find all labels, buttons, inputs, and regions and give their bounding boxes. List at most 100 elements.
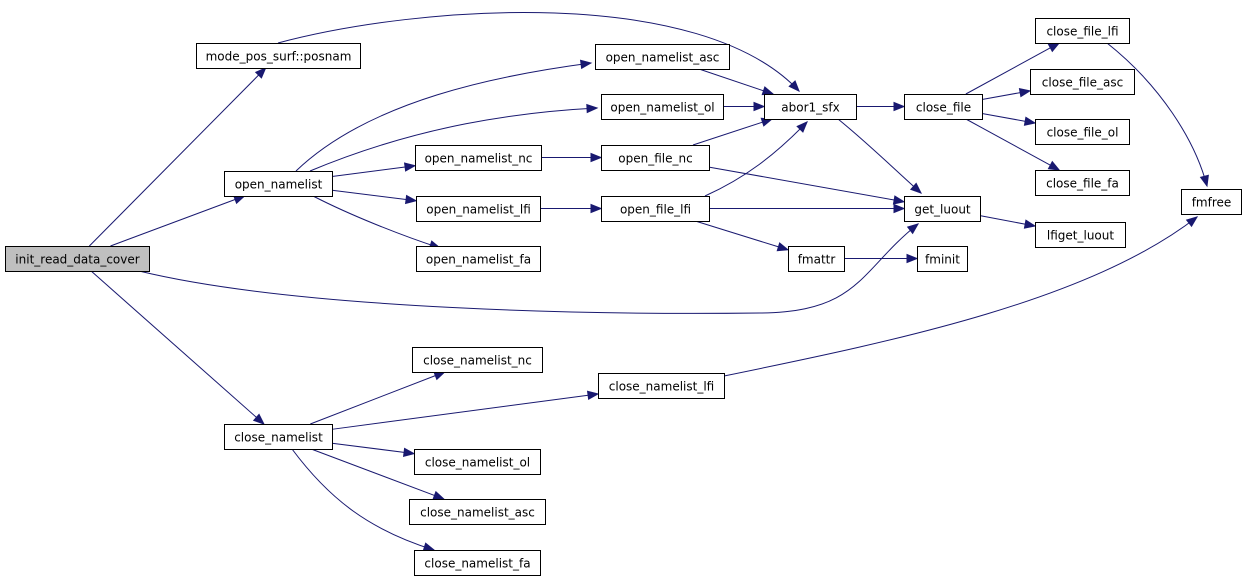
node-fminit[interactable]: fminit <box>917 246 968 272</box>
edge-line <box>708 166 896 201</box>
edge-open-namelist-to-open-namelist-nc <box>331 162 417 177</box>
node-box <box>1035 18 1130 44</box>
node-close-namelist-fa[interactable]: close_namelist_fa <box>414 550 541 576</box>
edge-open-namelist-to-open-namelist-ol <box>309 103 599 172</box>
node-fmfree[interactable]: fmfree <box>1181 189 1242 215</box>
node-open-file-lfi[interactable]: open_file_lfi <box>601 196 710 222</box>
edge-line <box>310 374 437 425</box>
node-box <box>416 196 541 222</box>
node-close-file-ol[interactable]: close_file_ol <box>1035 119 1130 145</box>
node-label: open_namelist_asc <box>606 51 720 65</box>
node-label: open_namelist_fa <box>426 253 531 267</box>
edge-line <box>1106 42 1208 187</box>
edge-open-file-nc-to-get-luout <box>708 166 906 205</box>
node-label: get_luout <box>914 203 971 217</box>
edge-line <box>110 198 237 247</box>
node-open-namelist-fa[interactable]: open_namelist_fa <box>416 246 541 272</box>
edge-line <box>965 46 1052 95</box>
node-open-namelist[interactable]: open_namelist <box>224 171 333 197</box>
node-close-file[interactable]: close_file <box>904 94 983 120</box>
node-box <box>601 196 710 222</box>
node-fmattr[interactable]: fmattr <box>788 246 845 272</box>
node-close-namelist-nc[interactable]: close_namelist_nc <box>412 347 543 373</box>
node-label: lfiget_luout <box>1047 229 1114 243</box>
edge-open-file-lfi-to-get-luout <box>709 203 906 214</box>
edge-open-namelist-to-open-namelist-asc <box>295 59 593 172</box>
node-close-namelist-asc[interactable]: close_namelist_asc <box>409 499 546 525</box>
arrowhead <box>586 103 599 114</box>
edge-mode-pos-surf-posnam-to-abor1-sfx <box>277 11 800 92</box>
node-open-namelist-asc[interactable]: open_namelist_asc <box>595 44 730 70</box>
node-label: close_file_ol <box>1047 126 1119 140</box>
edge-line <box>331 166 407 177</box>
node-box <box>224 424 333 450</box>
edge-line <box>89 74 260 247</box>
edge-close-namelist-to-close-namelist-lfi <box>331 390 600 430</box>
node-get-luout[interactable]: get_luout <box>904 196 981 222</box>
arrowhead <box>1023 219 1037 229</box>
edge-close-file-to-close-file-asc <box>981 88 1032 100</box>
node-label: open_namelist <box>235 178 323 192</box>
edge-init-read-data-cover-to-open-namelist <box>110 195 246 247</box>
edge-open-file-lfi-to-fmattr <box>695 220 790 252</box>
node-close-namelist-ol[interactable]: close_namelist_ol <box>414 449 541 475</box>
node-label: close_file_fa <box>1046 177 1119 191</box>
node-box <box>904 196 981 222</box>
node-box <box>601 145 710 171</box>
node-box <box>904 94 983 120</box>
arrowhead <box>254 67 267 79</box>
node-label: close_file_lfi <box>1046 25 1118 39</box>
node-label: abor1_sfx <box>781 101 839 115</box>
edge-open-namelist-nc-to-open-file-nc <box>541 152 603 163</box>
node-init-read-data-cover[interactable]: init_read_data_cover <box>5 246 150 272</box>
arrowhead <box>422 542 436 552</box>
node-open-namelist-ol[interactable]: open_namelist_ol <box>601 94 724 120</box>
nodes-layer: init_read_data_cover mode_pos_surf::posna… <box>5 18 1242 576</box>
edge-close-namelist-lfi-to-fmfree <box>723 216 1199 377</box>
node-box <box>601 94 724 120</box>
node-open-namelist-nc[interactable]: open_namelist_nc <box>415 145 542 171</box>
node-box <box>409 499 546 525</box>
arrowhead <box>753 101 766 112</box>
node-close-namelist[interactable]: close_namelist <box>224 424 333 450</box>
edge-fmattr-to-fminit <box>844 253 919 264</box>
node-label: close_namelist <box>234 431 323 445</box>
arrowhead <box>590 203 603 214</box>
edge-line <box>138 223 919 314</box>
arrowhead <box>909 182 923 194</box>
edge-line <box>723 216 1198 377</box>
node-open-namelist-lfi[interactable]: open_namelist_lfi <box>416 196 541 222</box>
node-label: open_namelist_nc <box>425 152 533 166</box>
edge-line <box>309 107 598 172</box>
node-label: close_file_asc <box>1042 76 1123 90</box>
arrowhead <box>586 390 600 400</box>
edge-line <box>704 121 808 197</box>
node-label: open_namelist_ol <box>610 101 714 115</box>
edge-abor1-sfx-to-close-file <box>856 101 906 112</box>
node-mode-pos-surf-posnam[interactable]: mode_pos_surf::posnam <box>196 43 361 69</box>
node-close-namelist-lfi[interactable]: close_namelist_lfi <box>598 373 725 399</box>
node-label: close_namelist_lfi <box>609 380 714 394</box>
node-abor1-sfx[interactable]: abor1_sfx <box>764 94 857 120</box>
arrowhead <box>893 203 906 214</box>
node-close-file-fa[interactable]: close_file_fa <box>1035 170 1130 196</box>
edge-close-file-lfi-to-fmfree <box>1106 42 1209 188</box>
node-close-file-asc[interactable]: close_file_asc <box>1030 69 1135 95</box>
edge-open-namelist-ol-to-abor1-sfx <box>723 101 766 112</box>
node-open-file-nc[interactable]: open_file_nc <box>601 145 710 171</box>
arrowhead <box>906 253 919 264</box>
edge-line <box>692 121 764 146</box>
edge-close-namelist-to-close-namelist-nc <box>310 371 446 425</box>
node-lfiget-luout[interactable]: lfiget_luout <box>1035 222 1126 248</box>
arrowhead <box>432 490 446 500</box>
arrowhead <box>1047 42 1061 53</box>
arrowhead <box>403 162 417 172</box>
arrowhead <box>788 80 800 92</box>
arrowhead <box>892 195 906 205</box>
edge-get-luout-to-lfiget-luout <box>979 215 1037 229</box>
arrowhead <box>404 194 418 205</box>
node-close-file-lfi[interactable]: close_file_lfi <box>1035 18 1130 44</box>
node-box <box>1035 119 1130 145</box>
arrowhead <box>776 242 790 252</box>
